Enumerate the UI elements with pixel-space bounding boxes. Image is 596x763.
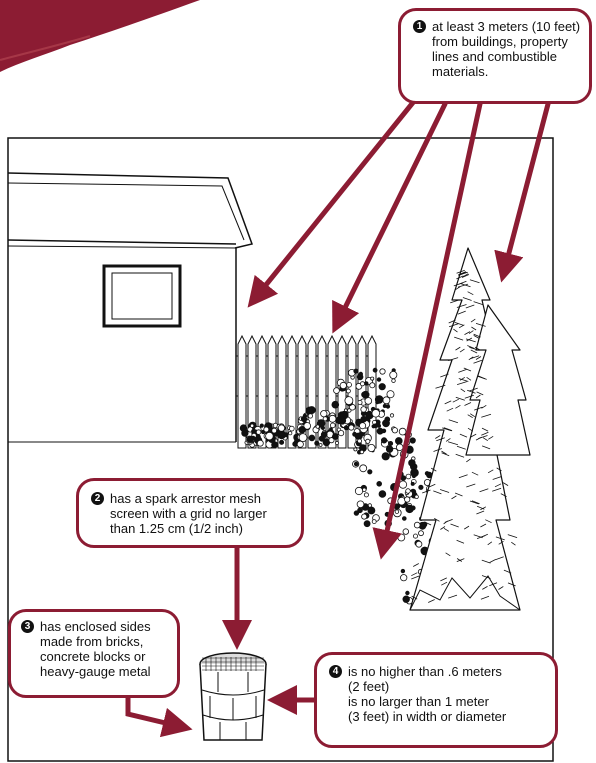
arrow-icon (505, 104, 548, 268)
callout-spark-arrestor: 2 has a spark arrestor mesh screen with … (76, 478, 304, 548)
callout-distance: 1 at least 3 meters (10 feet) from build… (398, 8, 592, 104)
callout-line: at least 3 meters (10 feet) (432, 19, 580, 34)
arrow-icon (339, 104, 445, 320)
callout-line: lines and combustible (432, 49, 580, 64)
callout-line: screen with a grid no larger (110, 506, 267, 521)
number-badge: 3 (21, 620, 34, 633)
house (8, 173, 252, 442)
arrow-icon (128, 698, 178, 726)
arrow-icon (257, 100, 415, 296)
callout-line: made from bricks, (40, 634, 151, 649)
corner-swoosh-icon (0, 0, 200, 72)
callout-line: materials. (432, 64, 580, 79)
number-badge: 1 (413, 20, 426, 33)
callout-line: heavy-gauge metal (40, 664, 151, 679)
callout-line: than 1.25 cm (1/2 inch) (110, 521, 267, 536)
callout-line: (2 feet) (348, 679, 506, 694)
callout-size-limits: 4 is no higher than .6 meters (2 feet) i… (314, 652, 558, 748)
number-badge: 2 (91, 492, 104, 505)
callout-enclosed-sides: 3 has enclosed sides made from bricks, c… (8, 609, 180, 698)
burn-barrel (200, 653, 266, 740)
callout-line: from buildings, property (432, 34, 580, 49)
callout-line: concrete blocks or (40, 649, 151, 664)
callout-line: has enclosed sides (40, 619, 151, 634)
callout-line: is no larger than 1 meter (348, 694, 506, 709)
window (104, 266, 180, 326)
number-badge: 4 (329, 665, 342, 678)
callout-line: has a spark arrestor mesh (110, 491, 267, 506)
evergreen-trees (410, 248, 530, 610)
callout-line: (3 feet) in width or diameter (348, 709, 506, 724)
callout-line: is no higher than .6 meters (348, 664, 506, 679)
